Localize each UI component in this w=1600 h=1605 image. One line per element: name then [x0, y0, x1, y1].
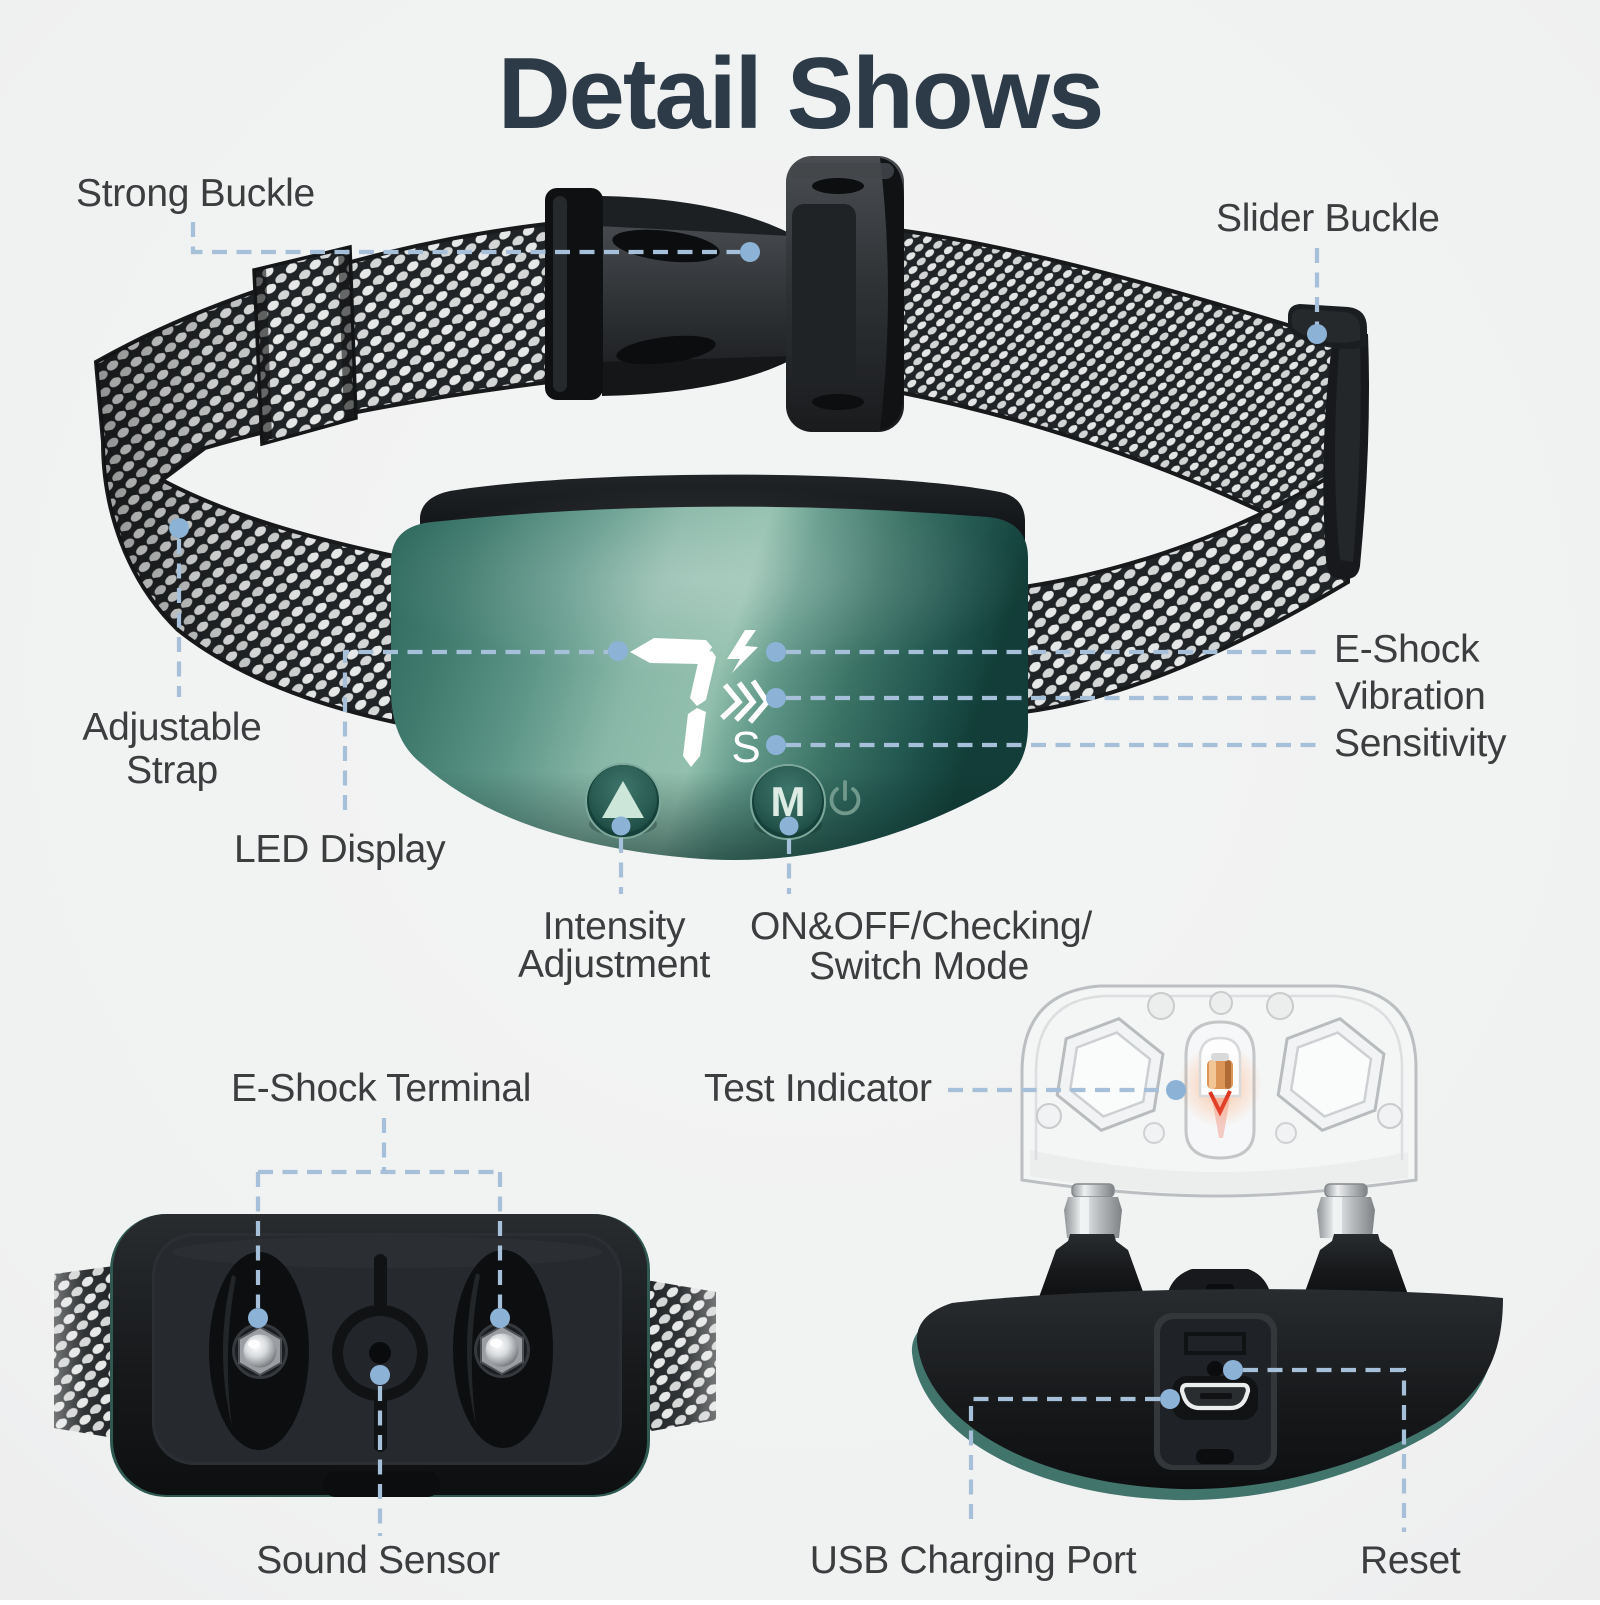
svg-text:Vibration: Vibration [1335, 675, 1486, 718]
svg-text:E-Shock Terminal: E-Shock Terminal [231, 1067, 531, 1110]
svg-text:Test Indicator: Test Indicator [704, 1067, 932, 1110]
svg-text:ON&OFF/Checking/: ON&OFF/Checking/ [750, 905, 1092, 948]
svg-text:Adjustment: Adjustment [518, 943, 711, 986]
svg-text:Strap: Strap [126, 749, 218, 792]
svg-text:Switch Mode: Switch Mode [809, 945, 1029, 988]
svg-text:E-Shock: E-Shock [1334, 628, 1480, 671]
svg-text:LED Display: LED Display [234, 828, 446, 871]
svg-text:Sound Sensor: Sound Sensor [256, 1539, 500, 1582]
svg-text:S: S [731, 723, 760, 772]
svg-text:Reset: Reset [1360, 1539, 1461, 1582]
svg-text:USB Charging Port: USB Charging Port [810, 1539, 1137, 1582]
svg-text:Adjustable: Adjustable [82, 706, 261, 749]
svg-text:Slider Buckle: Slider Buckle [1216, 197, 1440, 240]
svg-text:Sensitivity: Sensitivity [1334, 722, 1507, 765]
svg-text:Detail Shows: Detail Shows [498, 38, 1103, 150]
svg-text:Strong Buckle: Strong Buckle [76, 172, 315, 215]
svg-text:Intensity: Intensity [543, 905, 686, 948]
